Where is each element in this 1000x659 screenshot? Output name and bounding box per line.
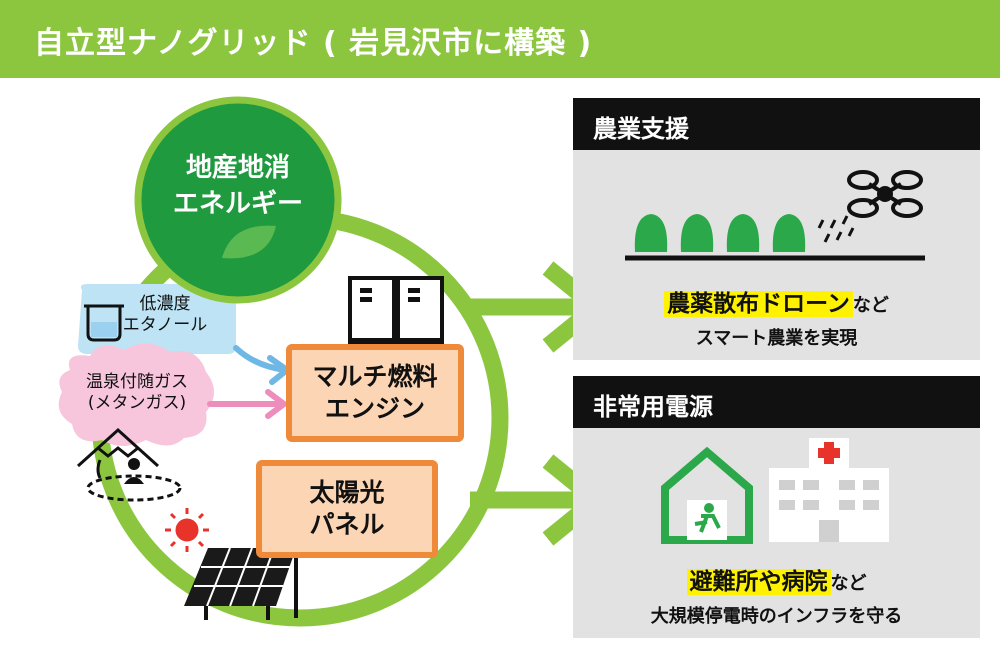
- generator-icon: [348, 276, 444, 344]
- emergency-panel-header: 非常用電源: [573, 376, 980, 428]
- agri-suffix: など: [852, 295, 889, 316]
- badge-circle: [134, 96, 342, 304]
- hospital-icon: [769, 438, 889, 542]
- header-bar: 自立型ナノグリッド ( 岩見沢市に構築 ): [0, 0, 1000, 78]
- emergency-illustration: [661, 438, 889, 544]
- emergency-highlight: 避難所や病院: [686, 569, 831, 595]
- sun-icon: [165, 508, 209, 552]
- engine-box: マルチ燃料 エンジン: [286, 344, 464, 442]
- emergency-desc: 大規模停電時のインフラを守る: [650, 606, 903, 627]
- ethanol-cloud: [78, 284, 236, 354]
- methane-label: 温泉付随ガス (メタンガス): [86, 372, 188, 414]
- arrow-methane-icon: [207, 389, 289, 419]
- hot-spring-icon: [76, 427, 182, 502]
- solar-box: 太陽光 パネル: [256, 460, 438, 558]
- ethanol-label: 低濃度 エタノール: [122, 294, 208, 336]
- solar-panel-icon: [184, 547, 298, 620]
- agri-panel: 農業支援 農薬散布ドローンなど スマート農業を実現: [573, 98, 980, 360]
- spray-icon: [817, 215, 855, 243]
- agri-title: 農業支援: [593, 115, 689, 143]
- agri-panel-header: 農業支援: [573, 98, 980, 150]
- leaf-icon: [222, 225, 276, 259]
- beaker-icon: [84, 304, 124, 342]
- drone-icon: [847, 170, 923, 218]
- emergency-suffix: など: [830, 573, 867, 594]
- agri-illustration: [625, 170, 925, 261]
- shelter-icon: [661, 446, 753, 544]
- engine-label: マルチ燃料 エンジン: [312, 361, 438, 424]
- crop-row-icon: [634, 214, 806, 252]
- badge-label: 地産地消 エネルギー: [172, 153, 303, 220]
- arrow-ethanol-icon: [233, 345, 292, 385]
- methane-cloud: [58, 343, 215, 446]
- emergency-title: 非常用電源: [593, 393, 713, 421]
- agri-highlight: 農薬散布ドローン: [664, 291, 853, 317]
- page-title: 自立型ナノグリッド ( 岩見沢市に構築 ): [34, 26, 593, 61]
- agri-desc: スマート農業を実現: [695, 328, 858, 349]
- emergency-panel: 非常用電源 避難所や病院など 大規模停電時のインフラを守る: [573, 376, 980, 638]
- solar-label: 太陽光 パネル: [309, 477, 385, 540]
